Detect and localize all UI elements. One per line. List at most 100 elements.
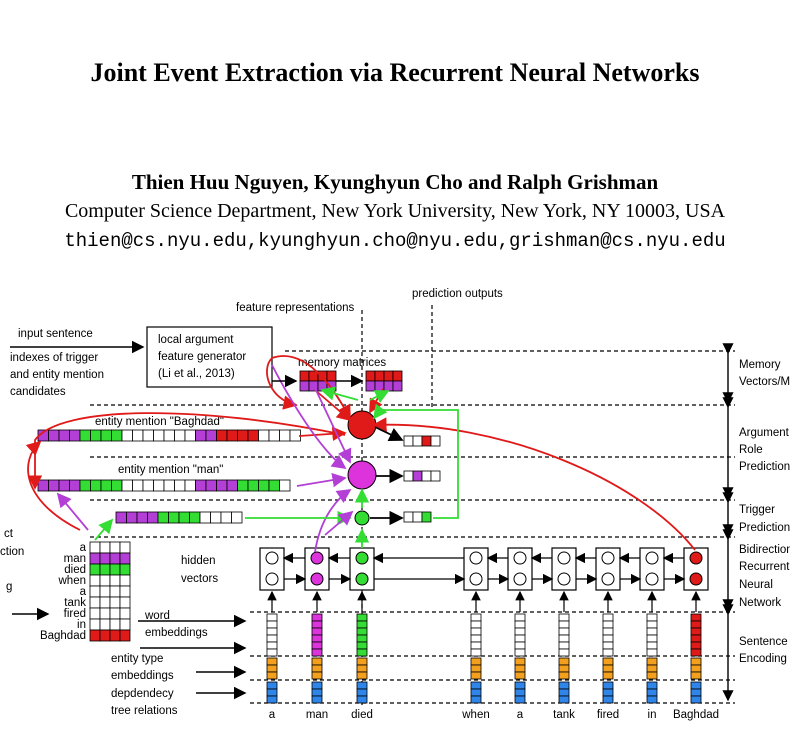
baghdad-vector-cell xyxy=(163,429,175,442)
entity-type-cell xyxy=(470,664,482,673)
matrix-cell xyxy=(99,585,111,598)
trigger-node xyxy=(354,510,370,526)
entity-type-cell xyxy=(514,657,526,666)
memory-cell xyxy=(365,380,376,392)
matrix-cell xyxy=(109,574,121,587)
matrix-cell xyxy=(109,607,121,620)
matrix-word-label: a xyxy=(80,542,87,554)
dependency-cell xyxy=(470,695,482,704)
word-embedding-cell xyxy=(558,620,570,629)
matrix-word-label: tank xyxy=(64,597,86,609)
man-vector-cell xyxy=(111,479,123,492)
paper-affiliation: Computer Science Department, New York Un… xyxy=(64,200,726,222)
baghdad-vector-cell xyxy=(79,429,91,442)
right-label-bi-3: Neural xyxy=(739,579,773,591)
entity-type-cell xyxy=(356,664,368,673)
matrix-cell xyxy=(99,552,111,565)
hidden-label-1: hidden xyxy=(181,555,216,567)
matrix-cell xyxy=(119,629,131,642)
word-embedding-cell xyxy=(266,634,278,643)
entity-type-cell xyxy=(266,664,278,673)
dependency-cell xyxy=(646,681,658,690)
dependency-cell xyxy=(558,695,570,704)
word-embedding-cell xyxy=(356,648,368,657)
hidden-state xyxy=(513,572,527,586)
sentence-word-label: a xyxy=(517,709,524,721)
man-vector-cell xyxy=(58,479,70,492)
left-cut-label-2: ction xyxy=(0,546,24,558)
hidden-state xyxy=(513,551,527,565)
hidden-state xyxy=(355,572,369,586)
baghdad-vector-cell xyxy=(279,429,291,442)
matrix-word-label: fired xyxy=(64,608,86,620)
trigger-vector-cell xyxy=(115,511,127,524)
prediction-outputs-label: prediction outputs xyxy=(412,288,503,300)
baghdad-vector-cell xyxy=(111,429,123,442)
right-label-arg-2: Role xyxy=(739,444,763,456)
man-vector-cell xyxy=(79,479,91,492)
right-label-trig-2: Prediction xyxy=(739,522,790,534)
pred-arg-cell xyxy=(430,470,441,482)
connection-arrows xyxy=(25,355,696,553)
matrix-cell xyxy=(99,541,111,554)
trigger-vector-cell xyxy=(220,511,232,524)
dependency-cell xyxy=(602,681,614,690)
baghdad-vector-cell xyxy=(100,429,112,442)
baghdad-vector-cell xyxy=(216,429,228,442)
word-embedding-cell xyxy=(514,613,526,622)
dependency-cell xyxy=(311,695,323,704)
dependency-cell xyxy=(470,688,482,697)
baghdad-vector-cell xyxy=(237,429,249,442)
dependency-cell xyxy=(311,681,323,690)
entity-type-cell xyxy=(514,671,526,680)
man-vector-cell xyxy=(163,479,175,492)
entity-type-cell xyxy=(558,657,570,666)
word-embedding-cell xyxy=(311,634,323,643)
matrix-cell xyxy=(109,585,121,598)
hidden-state xyxy=(645,551,659,565)
word-embedding-cell xyxy=(470,620,482,629)
dependency-cell xyxy=(646,688,658,697)
man-vector-cell xyxy=(247,479,259,492)
man-vector-cell xyxy=(237,479,249,492)
man-vector-cell xyxy=(100,479,112,492)
baghdad-vector-cell xyxy=(205,429,217,442)
man-vector-cell xyxy=(279,479,291,492)
sentence-word-label: Baghdad xyxy=(673,709,719,721)
hidden-state xyxy=(310,572,324,586)
entity-type-cell xyxy=(558,664,570,673)
dependency-cell xyxy=(470,681,482,690)
pred-trigger-cell xyxy=(421,511,432,523)
dependency-cell xyxy=(514,688,526,697)
matrix-cell xyxy=(109,596,121,609)
hidden-state xyxy=(469,551,483,565)
word-embedding-cell xyxy=(356,634,368,643)
word-embedding-cell xyxy=(690,613,702,622)
entity-type-cell xyxy=(646,671,658,680)
baghdad-vector-cell xyxy=(69,429,81,442)
feature-representations-label: feature representations xyxy=(236,302,355,314)
entity-type-cell xyxy=(558,671,570,680)
memory-cell xyxy=(317,370,328,382)
baghdad-vector-cell xyxy=(58,429,70,442)
local-arg-label-3: (Li et al., 2013) xyxy=(158,368,235,380)
man-vector-cell xyxy=(216,479,228,492)
word-embedding-cell xyxy=(356,620,368,629)
matrix-cell xyxy=(119,607,131,620)
matrix-cell xyxy=(99,574,111,587)
entity-type-cell xyxy=(356,657,368,666)
dependency-cell xyxy=(602,695,614,704)
man-vector-cell xyxy=(153,479,165,492)
matrix-word-label: died xyxy=(64,564,86,576)
matrix-cell xyxy=(89,618,101,631)
etype-label-1: entity type xyxy=(111,653,163,665)
dependency-cell xyxy=(266,695,278,704)
entity-type-cell xyxy=(470,671,482,680)
dependency-cell xyxy=(602,688,614,697)
matrix-word-label: when xyxy=(58,575,87,587)
input-sentence-label: input sentence xyxy=(18,328,93,340)
right-label-trig-1: Trigger xyxy=(739,504,775,516)
hidden-state xyxy=(645,572,659,586)
matrix-word-label: man xyxy=(64,553,86,565)
baghdad-vector-cell xyxy=(247,429,259,442)
